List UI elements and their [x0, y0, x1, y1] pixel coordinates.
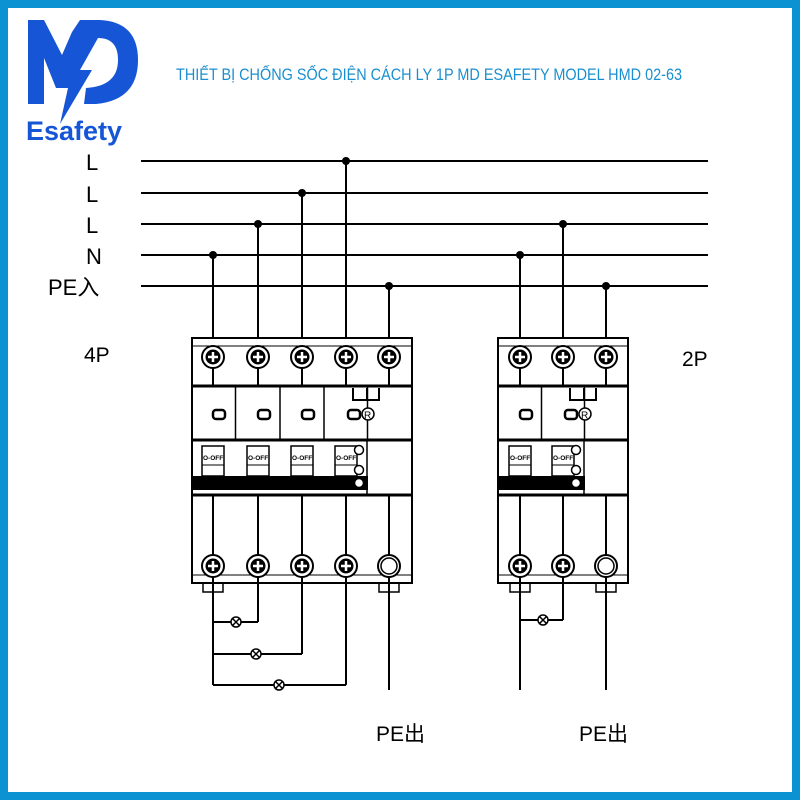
switch-label: O-OFF [510, 455, 530, 462]
bus-label: PE入 [48, 275, 99, 300]
test-button-bracket [352, 388, 380, 401]
indicator-window [346, 408, 362, 421]
registered-mark-icon [361, 407, 375, 421]
md-logo [28, 20, 138, 124]
switch-label: O-OFF [203, 455, 223, 462]
indicator-window [518, 408, 534, 421]
junction-dot [298, 189, 306, 197]
screw-cross [601, 352, 611, 362]
registered-mark-icon [578, 407, 592, 421]
indicator-led [570, 464, 582, 476]
label-4p: 4P [84, 344, 110, 367]
switch-label: O-OFF [292, 455, 312, 462]
indicator-window [256, 408, 272, 421]
junction-dot [559, 220, 567, 228]
indicator-window [211, 408, 227, 421]
indicator-window [300, 408, 316, 421]
registered-mark: R [581, 411, 588, 422]
logo-brand: Esafety [26, 116, 122, 146]
lamp-cross [538, 615, 548, 625]
lamp-cross [231, 617, 241, 627]
indicator-led [353, 444, 365, 456]
indicator-led [570, 477, 582, 489]
screw-cross [515, 561, 525, 571]
switch-label: O-OFF [248, 455, 268, 462]
junction-dot [385, 282, 393, 290]
bus-label: L [86, 150, 98, 175]
screw-cross [558, 561, 568, 571]
junction-dot [516, 251, 524, 259]
indicator-led [570, 444, 582, 456]
junction-dot [209, 251, 217, 259]
page-title: THIẾT BỊ CHỐNG SỐC ĐIỆN CÁCH LY 1P MD ES… [176, 64, 682, 84]
label-2p: 2P [682, 348, 708, 371]
screw-cross [341, 561, 351, 571]
screw-cross [515, 352, 525, 362]
screw-cross [384, 352, 394, 362]
test-button-bracket [569, 388, 597, 401]
screw-cross [297, 352, 307, 362]
handle-bar [192, 476, 368, 490]
screw-cross [208, 352, 218, 362]
screw-cross [297, 561, 307, 571]
lamp-cross [251, 649, 261, 659]
switch-label: O-OFF [553, 455, 573, 462]
pe-terminal-inner [380, 557, 398, 575]
indicator-led [353, 464, 365, 476]
bus-label: L [86, 213, 98, 238]
pe-terminal-inner [597, 557, 615, 575]
junction-dot [254, 220, 262, 228]
screw-cross [208, 561, 218, 571]
junction-dot [602, 282, 610, 290]
screw-cross [341, 352, 351, 362]
bus-label: N [86, 244, 102, 269]
screw-cross [253, 352, 263, 362]
indicator-led [353, 477, 365, 489]
screw-cross [558, 352, 568, 362]
switch-label: O-OFF [336, 455, 356, 462]
junction-dot [342, 157, 350, 165]
screw-cross [253, 561, 263, 571]
pe-out-label-2p: PE出 [579, 723, 628, 746]
lamp-cross [274, 680, 284, 690]
handle-bar [498, 476, 585, 490]
bus-label: L [86, 182, 98, 207]
pe-out-label-4p: PE出 [376, 723, 425, 746]
indicator-window [563, 408, 579, 421]
registered-mark: R [364, 411, 371, 422]
